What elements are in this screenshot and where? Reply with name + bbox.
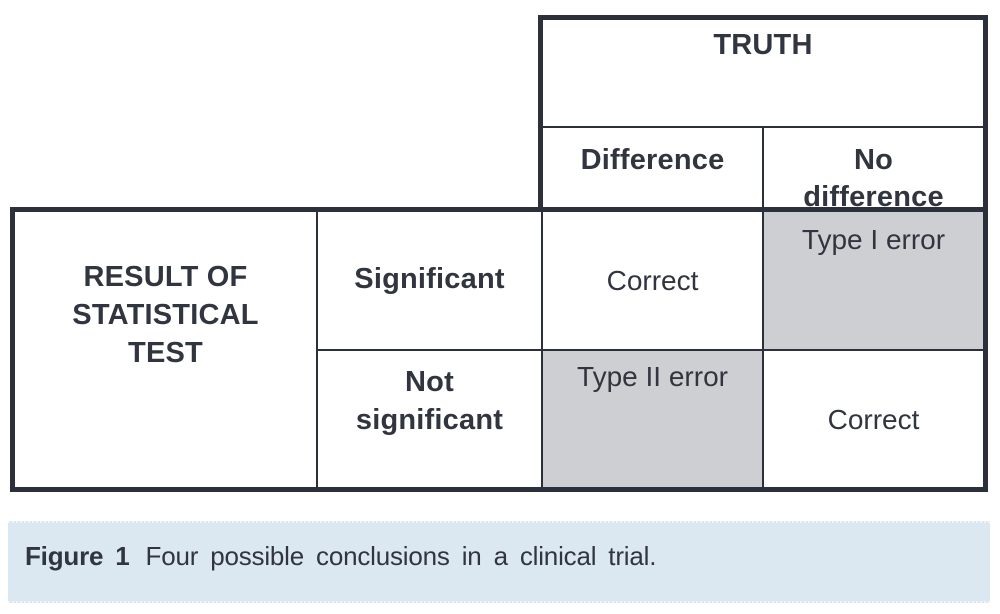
- row-header-not-significant: Not significant: [318, 363, 541, 439]
- cell-type-i-error: Type I error: [801, 224, 946, 255]
- row-divider-horizontal: [318, 349, 983, 351]
- corner-header-line3: TEST: [128, 337, 203, 369]
- table-middle-thick-rule: [10, 207, 988, 212]
- truth-table-top-border: [538, 15, 988, 20]
- corner-header-line2: STATISTICAL: [72, 299, 259, 331]
- row-header-significant: Significant: [354, 263, 505, 295]
- truth-table-left-border: [538, 15, 543, 212]
- col-header-no-difference-line1: No: [853, 144, 894, 176]
- cell-significant-difference-correct: Correct: [606, 265, 699, 296]
- corner-header-result-of-statistical-test: RESULT OF STATISTICAL TEST: [15, 258, 316, 372]
- col-header-no-difference-line2: difference: [803, 181, 944, 213]
- column-divider-vertical: [762, 128, 764, 487]
- truth-header-divider: [543, 126, 983, 128]
- cell-not-significant-no-difference-correct: Correct: [827, 404, 920, 435]
- corner-header-line1: RESULT OF: [83, 261, 248, 293]
- row-header-not-significant-line1: Not: [405, 366, 454, 398]
- col-header-no-difference: No difference: [764, 142, 983, 216]
- type-i-error-cell-shading: [764, 212, 983, 349]
- col-header-difference: Difference: [580, 144, 725, 176]
- row-header-divider-vertical: [316, 212, 318, 487]
- type-ii-error-cell-shading: [543, 351, 762, 487]
- row-header-not-significant-line2: significant: [355, 404, 504, 436]
- table-bottom-border: [10, 487, 988, 492]
- truth-header: TRUTH: [713, 29, 813, 61]
- figure-caption-bar: Figure 1 Four possible conclusions in a c…: [8, 521, 990, 603]
- figure-caption-text: Four possible conclusions in a clinical …: [145, 541, 657, 571]
- cell-type-ii-error: Type II error: [577, 361, 728, 392]
- table-left-border: [10, 207, 15, 492]
- figure-caption-label: Figure 1: [25, 541, 130, 571]
- table-right-border: [983, 15, 988, 492]
